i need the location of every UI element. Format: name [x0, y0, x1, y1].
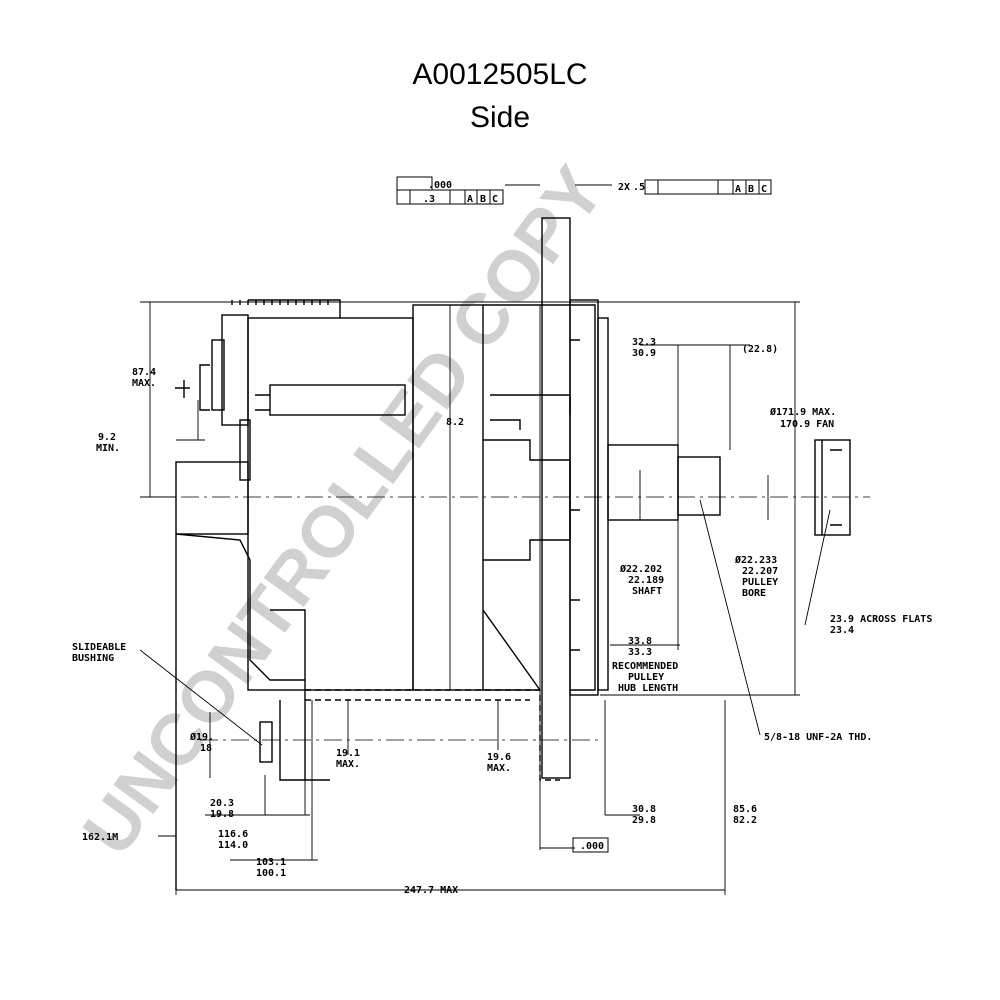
fcf-right-datum-a: A [735, 184, 741, 195]
hub-label-2: PULLEY [628, 672, 664, 683]
dim-22-8-ref: (22.8) [742, 344, 778, 355]
dim-162-1: 162.1M [82, 832, 118, 843]
fan-dia-max: Ø171.9 MAX. [769, 406, 836, 418]
dim-8-2: 8.2 [446, 417, 464, 428]
bore-label-1: PULLEY [742, 577, 778, 588]
basic-dim: .000 [580, 841, 604, 852]
bushing-label-2: BUSHING [72, 653, 114, 664]
dim-19-dia: Ø19. [189, 731, 214, 743]
fcf-left-datum-a: A [467, 194, 473, 205]
fcf-right-datum-b: B [748, 184, 754, 195]
dim-19-1: 19.1 [336, 748, 360, 759]
shaft [607, 444, 679, 521]
bushing [259, 721, 273, 763]
shaft-thread [677, 456, 721, 516]
hub-label-3: HUB LENGTH [618, 683, 678, 694]
feature-control-frames [396, 176, 772, 853]
fcf-left-basic-value: .000 [428, 180, 452, 191]
fcf-left-basic [396, 176, 433, 191]
shaft-dia-max: Ø22.202 [619, 563, 662, 575]
fcf-right-tolerance: .5 [633, 182, 645, 193]
dim-19-6: 19.6 [487, 752, 511, 763]
dim-87-4: 87.4 [132, 367, 156, 378]
bracket [269, 384, 406, 416]
dim-82-2: 82.2 [733, 815, 757, 826]
dim-19-6-max: MAX. [487, 763, 511, 774]
fcf-right-datum-c: C [761, 184, 767, 195]
bore-dia-min: 22.207 [742, 566, 778, 577]
dim-9-2: 9.2 [98, 432, 116, 443]
fcf-left-datum-b: B [480, 194, 486, 205]
fcf-right [644, 179, 772, 195]
bore-dia-max: Ø22.233 [734, 554, 777, 566]
dim-29-8: 29.8 [632, 815, 656, 826]
drawing-title: A0012505LC [412, 58, 588, 91]
hub-length-min: 33.3 [628, 647, 652, 658]
fan-dia-min: 170.9 FAN [780, 419, 834, 430]
dim-30-9: 30.9 [632, 348, 656, 359]
nut [814, 439, 851, 536]
shaft-label: SHAFT [632, 586, 662, 597]
dim-103-1: 103.1 [256, 857, 286, 868]
dim-20-3: 20.3 [210, 798, 234, 809]
dim-87-4-max: MAX. [132, 378, 156, 389]
dim-32-3: 32.3 [632, 337, 656, 348]
dim-19-8: 19.8 [210, 809, 234, 820]
basic-box [572, 837, 609, 853]
shaft-dia-min: 22.189 [628, 575, 664, 586]
rear-mount-block [175, 461, 249, 535]
dimension-lines [139, 184, 831, 895]
dim-18: 18 [200, 743, 212, 754]
fcf-right-prefix: 2X [618, 182, 630, 193]
hub-label-1: RECOMMENDED [612, 661, 678, 672]
dim-114-0: 114.0 [218, 840, 248, 851]
across-flats-min: 23.4 [830, 625, 854, 636]
bushing-label-1: SLIDEABLE [72, 642, 126, 653]
fcf-left-datum-c: C [492, 194, 498, 205]
dim-19-1-max: MAX. [336, 759, 360, 770]
centerlines [150, 496, 870, 741]
bore-label-2: BORE [742, 588, 766, 599]
dim-overall-length: 247.7 MAX [404, 885, 458, 896]
dim-116-6: 116.6 [218, 829, 248, 840]
dim-30-8: 30.8 [632, 804, 656, 815]
across-flats-max: 23.9 ACROSS FLATS [830, 614, 932, 625]
hub-length-max: 33.8 [628, 636, 652, 647]
dim-9-2-min: MIN. [96, 443, 120, 454]
dim-100-1: 100.1 [256, 868, 286, 879]
thread-spec: 5/8-18 UNF-2A THD. [764, 732, 872, 743]
drawing-view-label: Side [469, 101, 531, 134]
fcf-left-tolerance: .3 [423, 194, 435, 205]
dim-85-6: 85.6 [733, 804, 757, 815]
